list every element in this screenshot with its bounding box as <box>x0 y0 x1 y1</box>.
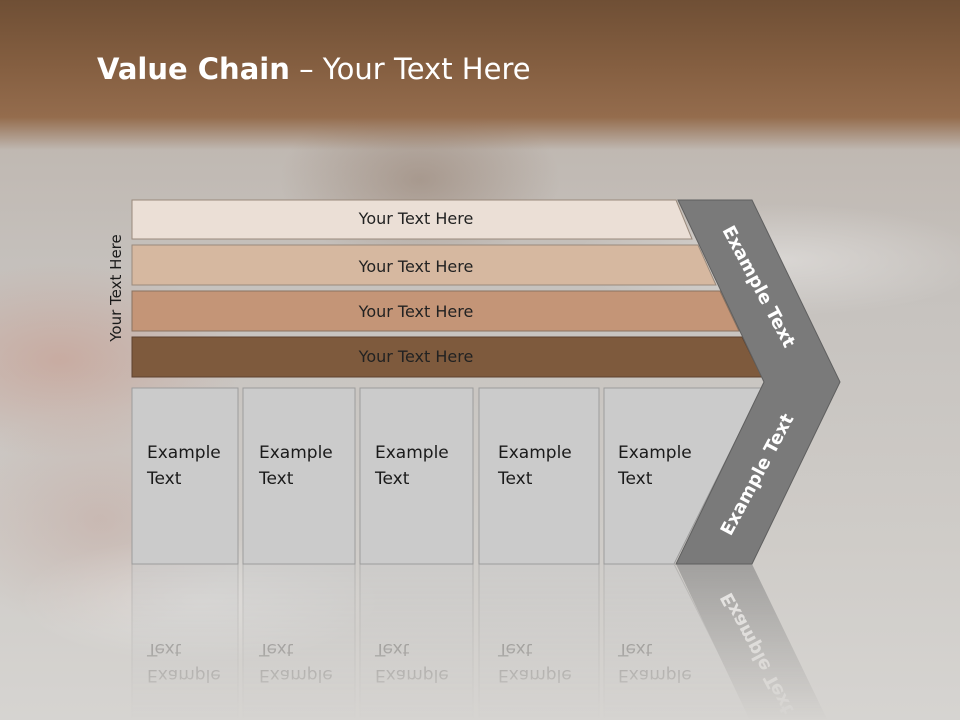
column-box <box>131 387 239 565</box>
row-bar <box>131 199 693 240</box>
row-label: Your Text Here <box>358 209 474 228</box>
reflection-text: Example <box>375 665 449 685</box>
reflection-text: Text <box>146 639 182 659</box>
row-stack: Your Text Here Your Text Here Your Text … <box>131 199 763 378</box>
header-band <box>0 0 960 150</box>
title-rest: – Your Text Here <box>289 52 531 86</box>
reflection: Example Text Example Text Example Text E… <box>131 563 828 720</box>
column-text: Text <box>146 469 182 489</box>
column-text: Text <box>374 469 410 489</box>
row-label: Your Text Here <box>358 302 474 321</box>
column-text: Example <box>375 443 449 463</box>
column-text: Text <box>258 469 294 489</box>
column-text: Example <box>147 443 221 463</box>
reflection-text: Example <box>498 665 572 685</box>
reflection-text: Example <box>147 665 221 685</box>
reflection-text: Text <box>497 639 533 659</box>
column-box <box>603 387 763 565</box>
row-label: Your Text Here <box>358 347 474 366</box>
column-boxes: Example Text Example Text Example Text E… <box>131 387 763 565</box>
column-box <box>359 387 474 565</box>
reflection-text: Text <box>617 639 653 659</box>
title-bold: Value Chain <box>97 52 290 86</box>
column-box <box>478 387 600 565</box>
column-text: Text <box>497 469 533 489</box>
column-text: Example <box>498 443 572 463</box>
row-bar <box>131 290 740 332</box>
row-bar <box>131 244 717 286</box>
column-text: Text <box>617 469 653 489</box>
page-title: Value Chain – Your Text Here <box>97 52 531 86</box>
column-text: Example <box>259 443 333 463</box>
column-text: Example <box>618 443 692 463</box>
reflection-text: Example <box>259 665 333 685</box>
reflection-text: Example <box>618 665 692 685</box>
reflection-text: Text <box>374 639 410 659</box>
column-box <box>242 387 356 565</box>
reflection-text: Text <box>258 639 294 659</box>
row-label: Your Text Here <box>358 257 474 276</box>
chevron-shape <box>675 199 841 565</box>
